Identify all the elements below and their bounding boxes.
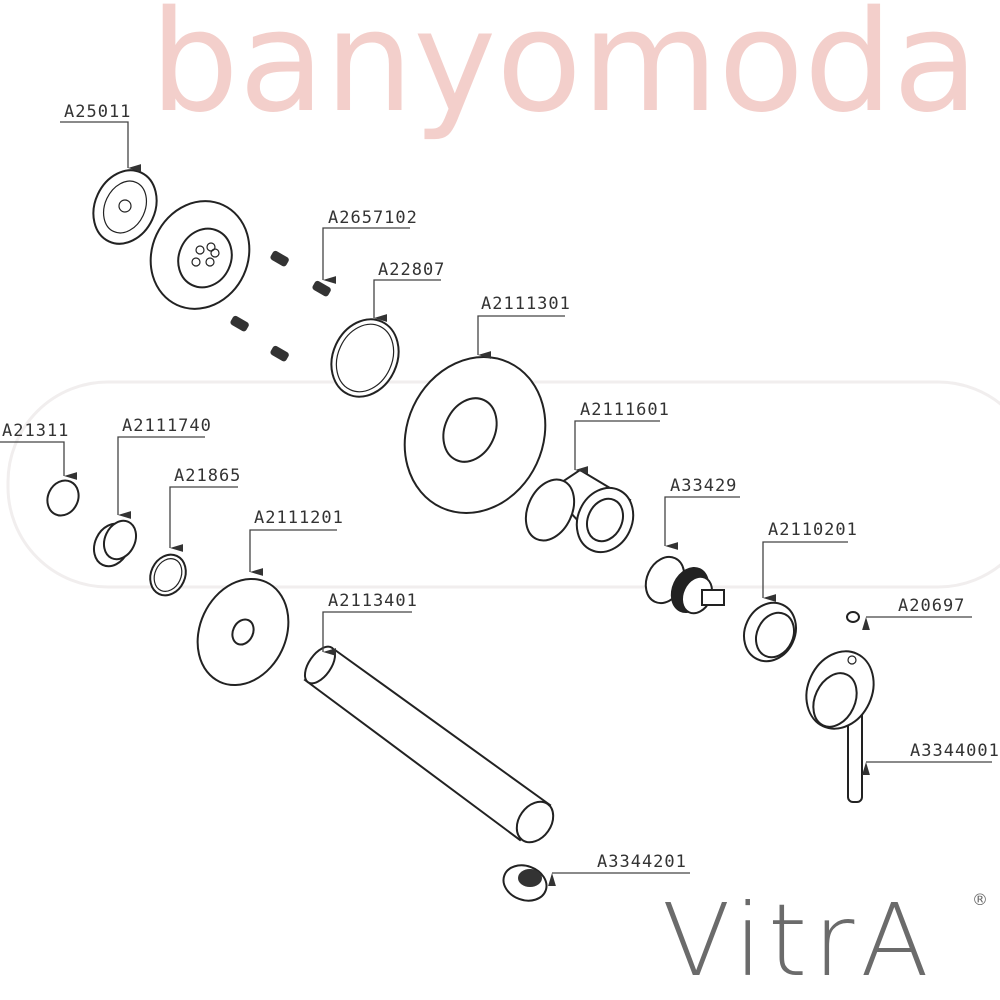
label-a2657102: A2657102 bbox=[328, 208, 418, 228]
cap-part bbox=[846, 611, 860, 623]
registered-mark: ® bbox=[972, 890, 988, 909]
label-a33429: A33429 bbox=[670, 476, 737, 496]
label-a2111740: A2111740 bbox=[122, 416, 212, 436]
threaded-adapter-part bbox=[93, 519, 138, 568]
label-a2113401: A2113401 bbox=[328, 591, 418, 611]
watermark-text: banyomoda bbox=[150, 0, 979, 144]
valve-body-part bbox=[149, 200, 251, 310]
label-a22807: A22807 bbox=[378, 260, 445, 280]
leader-lines bbox=[0, 121, 992, 886]
label-a21865: A21865 bbox=[174, 466, 241, 486]
oring-large-part bbox=[330, 318, 400, 398]
vitra-logo: VitrA ® bbox=[662, 882, 988, 999]
label-a2111301: A2111301 bbox=[481, 294, 571, 314]
aerator-part bbox=[502, 864, 548, 902]
oring-medium-part bbox=[149, 553, 187, 597]
label-a3344001: A3344001 bbox=[910, 741, 1000, 761]
handle-part bbox=[805, 650, 875, 803]
label-a20697: A20697 bbox=[898, 596, 965, 616]
label-a25011: A25011 bbox=[64, 102, 131, 122]
label-a2111201: A2111201 bbox=[254, 508, 344, 528]
base-plate-part bbox=[92, 169, 158, 245]
brand-name: VitrA bbox=[662, 882, 935, 999]
oring-small-part bbox=[46, 479, 80, 517]
ring-part bbox=[743, 601, 797, 663]
sleeve-part bbox=[524, 468, 635, 554]
cover-plate-large-part bbox=[403, 356, 547, 514]
label-a2110201: A2110201 bbox=[768, 520, 858, 540]
cover-plate-small-part bbox=[196, 577, 290, 687]
screws-part bbox=[230, 250, 331, 362]
label-a3344201: A3344201 bbox=[597, 852, 687, 872]
label-a21311: A21311 bbox=[2, 421, 69, 441]
label-a2111601: A2111601 bbox=[580, 400, 670, 420]
spout-part bbox=[303, 645, 555, 844]
cartridge-part bbox=[644, 555, 725, 615]
